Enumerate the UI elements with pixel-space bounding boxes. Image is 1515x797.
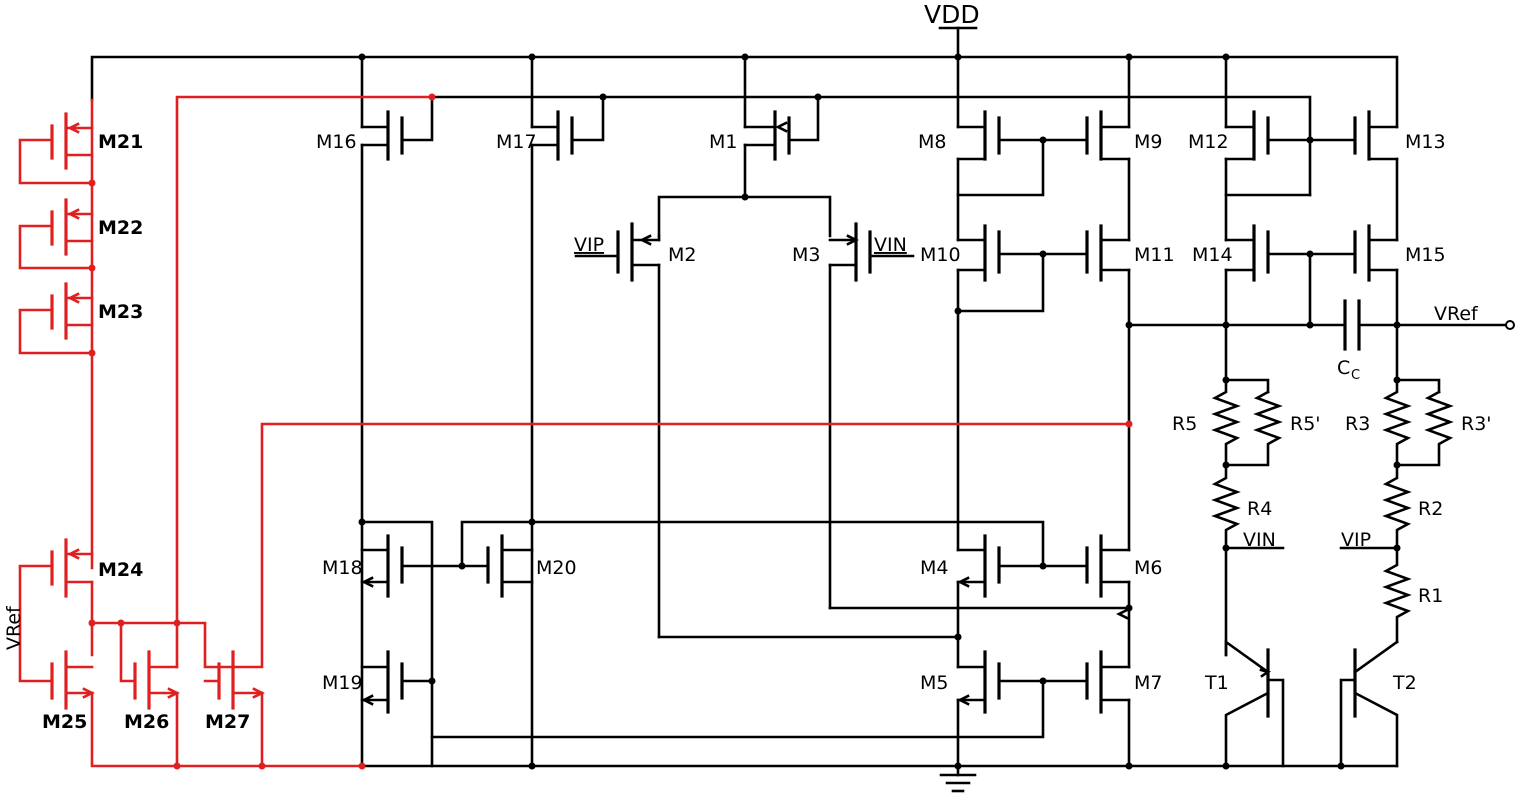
label-m19: M19 bbox=[322, 672, 363, 694]
label-r5: R5 bbox=[1172, 413, 1197, 435]
label-r5p: R5' bbox=[1290, 413, 1321, 435]
label-m7: M7 bbox=[1134, 672, 1162, 694]
label-m5: M5 bbox=[920, 672, 948, 694]
vip-node-label: VIP bbox=[1341, 529, 1371, 551]
label-m4: M4 bbox=[920, 557, 948, 579]
label-m22: M22 bbox=[98, 217, 143, 239]
label-r3p: R3' bbox=[1461, 413, 1492, 435]
vip-gate-label: VIP bbox=[574, 234, 604, 256]
label-m3: M3 bbox=[792, 244, 820, 266]
label-t1: T1 bbox=[1204, 672, 1229, 694]
label-m10: M10 bbox=[920, 244, 961, 266]
label-m16: M16 bbox=[316, 131, 357, 153]
label-m2: M2 bbox=[668, 244, 696, 266]
label-r4: R4 bbox=[1247, 498, 1272, 520]
label-m25: M25 bbox=[42, 711, 87, 733]
label-m11: M11 bbox=[1134, 244, 1175, 266]
label-m1: M1 bbox=[709, 131, 737, 153]
junction-dots bbox=[88, 53, 1401, 770]
label-m27: M27 bbox=[205, 711, 250, 733]
label-r2: R2 bbox=[1418, 498, 1443, 520]
startup-circuit bbox=[18, 95, 1131, 768]
label-m20: M20 bbox=[536, 557, 577, 579]
label-m14: M14 bbox=[1192, 244, 1233, 266]
vin-gate-label: VIN bbox=[874, 234, 907, 256]
vdd-label: VDD bbox=[924, 0, 980, 29]
vref-output-label: VRef bbox=[1434, 303, 1479, 325]
vin-node-label: VIN bbox=[1243, 529, 1276, 551]
label-m23: M23 bbox=[98, 301, 143, 323]
label-m6: M6 bbox=[1134, 557, 1162, 579]
vref-startup-label: VRef bbox=[3, 605, 25, 650]
label-m9: M9 bbox=[1134, 131, 1162, 153]
cc-label: C bbox=[1337, 357, 1350, 379]
label-m15: M15 bbox=[1405, 244, 1446, 266]
label-t2: T2 bbox=[1392, 672, 1417, 694]
label-m17: M17 bbox=[496, 131, 537, 153]
label-r1: R1 bbox=[1418, 585, 1443, 607]
label-m13: M13 bbox=[1405, 131, 1446, 153]
label-m18: M18 bbox=[322, 557, 363, 579]
label-m21: M21 bbox=[98, 131, 143, 153]
vref-terminal bbox=[1505, 320, 1515, 330]
label-m12: M12 bbox=[1188, 131, 1229, 153]
cc-subscript: C bbox=[1351, 368, 1360, 383]
black-wiring bbox=[90, 26, 1515, 793]
label-m26: M26 bbox=[124, 711, 169, 733]
labels: VDD M21 M22 M23 M24 M25 M26 M27 VRef M16… bbox=[3, 0, 1492, 733]
label-m8: M8 bbox=[918, 131, 946, 153]
label-m24: M24 bbox=[98, 559, 143, 581]
label-r3: R3 bbox=[1345, 413, 1370, 435]
